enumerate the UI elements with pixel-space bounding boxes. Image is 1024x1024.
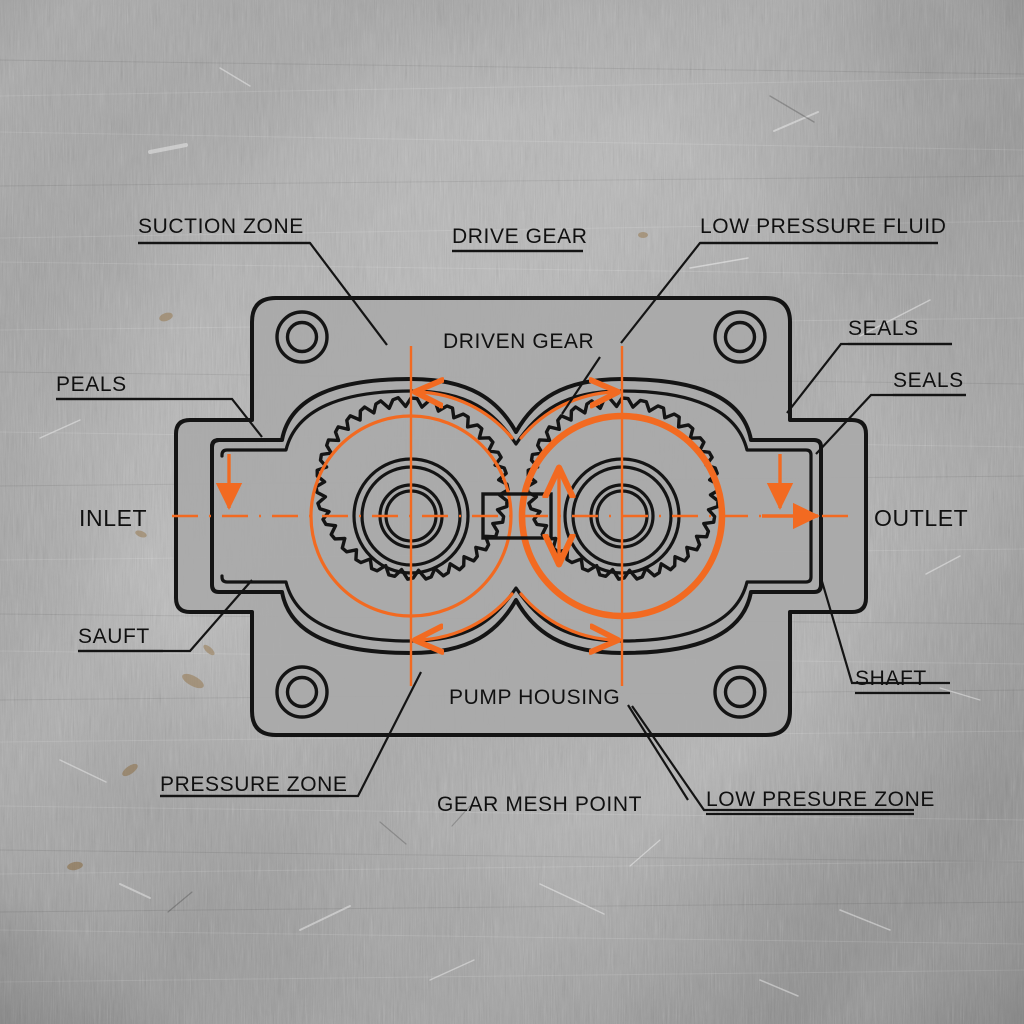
label-pressure-zone: PRESSURE ZONE (160, 773, 348, 796)
label-seals-top-right: SEALS (848, 317, 919, 340)
label-sauft: SAUFT (78, 625, 150, 648)
leader-pump-housing (627, 704, 689, 801)
label-shaft: SHAFT (855, 667, 927, 690)
label-low-presure-zone: LOW PRESURE ZONE (706, 788, 935, 811)
mount-hole-bottom-right (713, 665, 767, 719)
label-low-pressure-fluid: LOW PRESSURE FLUID (700, 215, 947, 238)
driven-gear-rotation-arc-top (519, 392, 615, 440)
label-drive-gear: DRIVE GEAR (452, 225, 588, 248)
inlet-port-outer (210, 438, 221, 458)
label-outlet: OUTLET (874, 505, 968, 531)
drive-gear-rotation-arc-top (418, 392, 514, 440)
label-driven-gear: DRIVEN GEAR (443, 330, 594, 353)
driven-gear-rotation-arc-bottom (519, 592, 615, 640)
mount-hole-top-left (275, 310, 329, 364)
leader-shaft (819, 577, 950, 685)
leader-driven-gear (561, 356, 601, 415)
centrelines (172, 346, 855, 686)
label-gear-mesh-point: GEAR MESH POINT (437, 793, 642, 816)
rotation-arcs (418, 392, 615, 640)
label-suction-zone: SUCTION ZONE (138, 215, 304, 238)
mount-hole-bottom-left (275, 665, 329, 719)
drive-gear-rotation-arc-bottom (418, 592, 514, 640)
mount-holes (275, 310, 767, 719)
flow-arrows (215, 454, 821, 561)
label-inlet: INLET (79, 505, 147, 531)
labels-layer: SUCTION ZONE DRIVE GEAR LOW PRESSURE FLU… (56, 215, 968, 816)
label-seals-right: SEALS (893, 369, 964, 392)
mount-hole-top-right (713, 310, 767, 364)
label-pump-housing: PUMP HOUSING (449, 686, 620, 709)
label-peals: PEALS (56, 373, 127, 396)
leader-low-presure-zone (631, 705, 914, 812)
